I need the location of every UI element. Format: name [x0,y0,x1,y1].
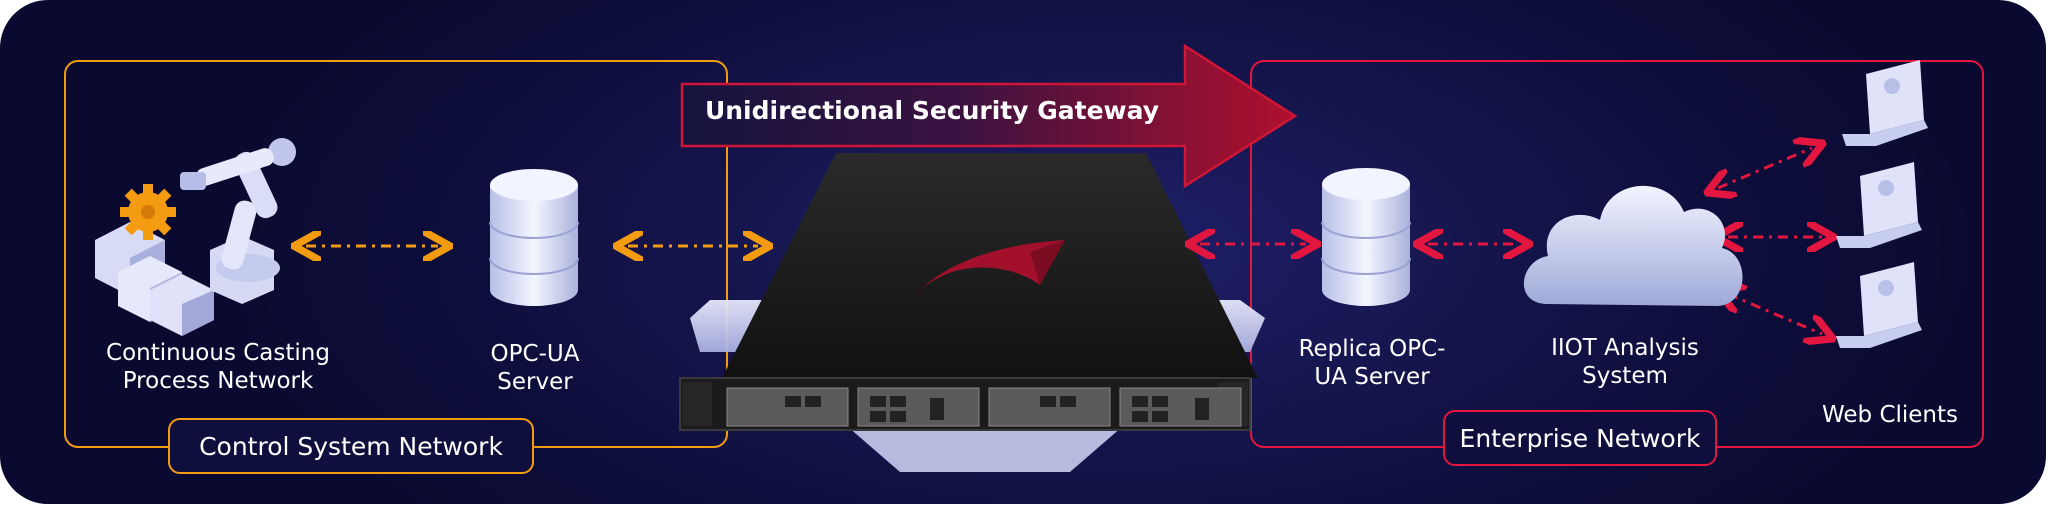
casting-network-label: Continuous Casting Process Network [78,339,358,395]
replica-opc-ua-server-icon [1321,168,1411,306]
iiot-system-label: IIOT Analysis System [1530,334,1720,390]
web-clients-label: Web Clients [1821,402,1959,428]
opc-line2: Server [497,369,573,395]
replica-server-label: Replica OPC- UA Server [1272,335,1472,391]
laptop-icon [1836,262,1922,348]
opc-ua-server-label: OPC-UA Server [460,340,610,396]
laptop-icon [1842,60,1928,146]
gateway-title: Unidirectional Security Gateway [704,96,1160,125]
iiot-to-client1-arrow [1718,148,1812,188]
opc-line1: OPC-UA [490,341,580,367]
iiot-to-client3-arrow [1728,294,1822,334]
control-system-network-label: Control System Network [168,418,534,474]
robot-arm-icon [95,138,296,336]
diagram-panel: Unidirectional Security Gateway Continuo… [0,0,2046,504]
casting-line1: Continuous Casting [106,340,330,366]
enterprise-network-label: Enterprise Network [1443,410,1717,466]
iiot-line1: IIOT Analysis [1551,335,1699,361]
replica-line1: Replica OPC- [1298,336,1446,362]
opc-ua-server-icon [489,169,579,306]
iiot-line2: System [1582,363,1668,389]
gateway-device-icon [679,153,1258,431]
diagram-graphics [95,43,1928,472]
gateway-arrow [680,43,1298,189]
casting-line2: Process Network [122,368,314,394]
replica-line2: UA Server [1314,364,1430,390]
cloud-icon [1523,185,1743,306]
laptop-icon [1836,162,1922,248]
gear-icon [120,184,176,240]
